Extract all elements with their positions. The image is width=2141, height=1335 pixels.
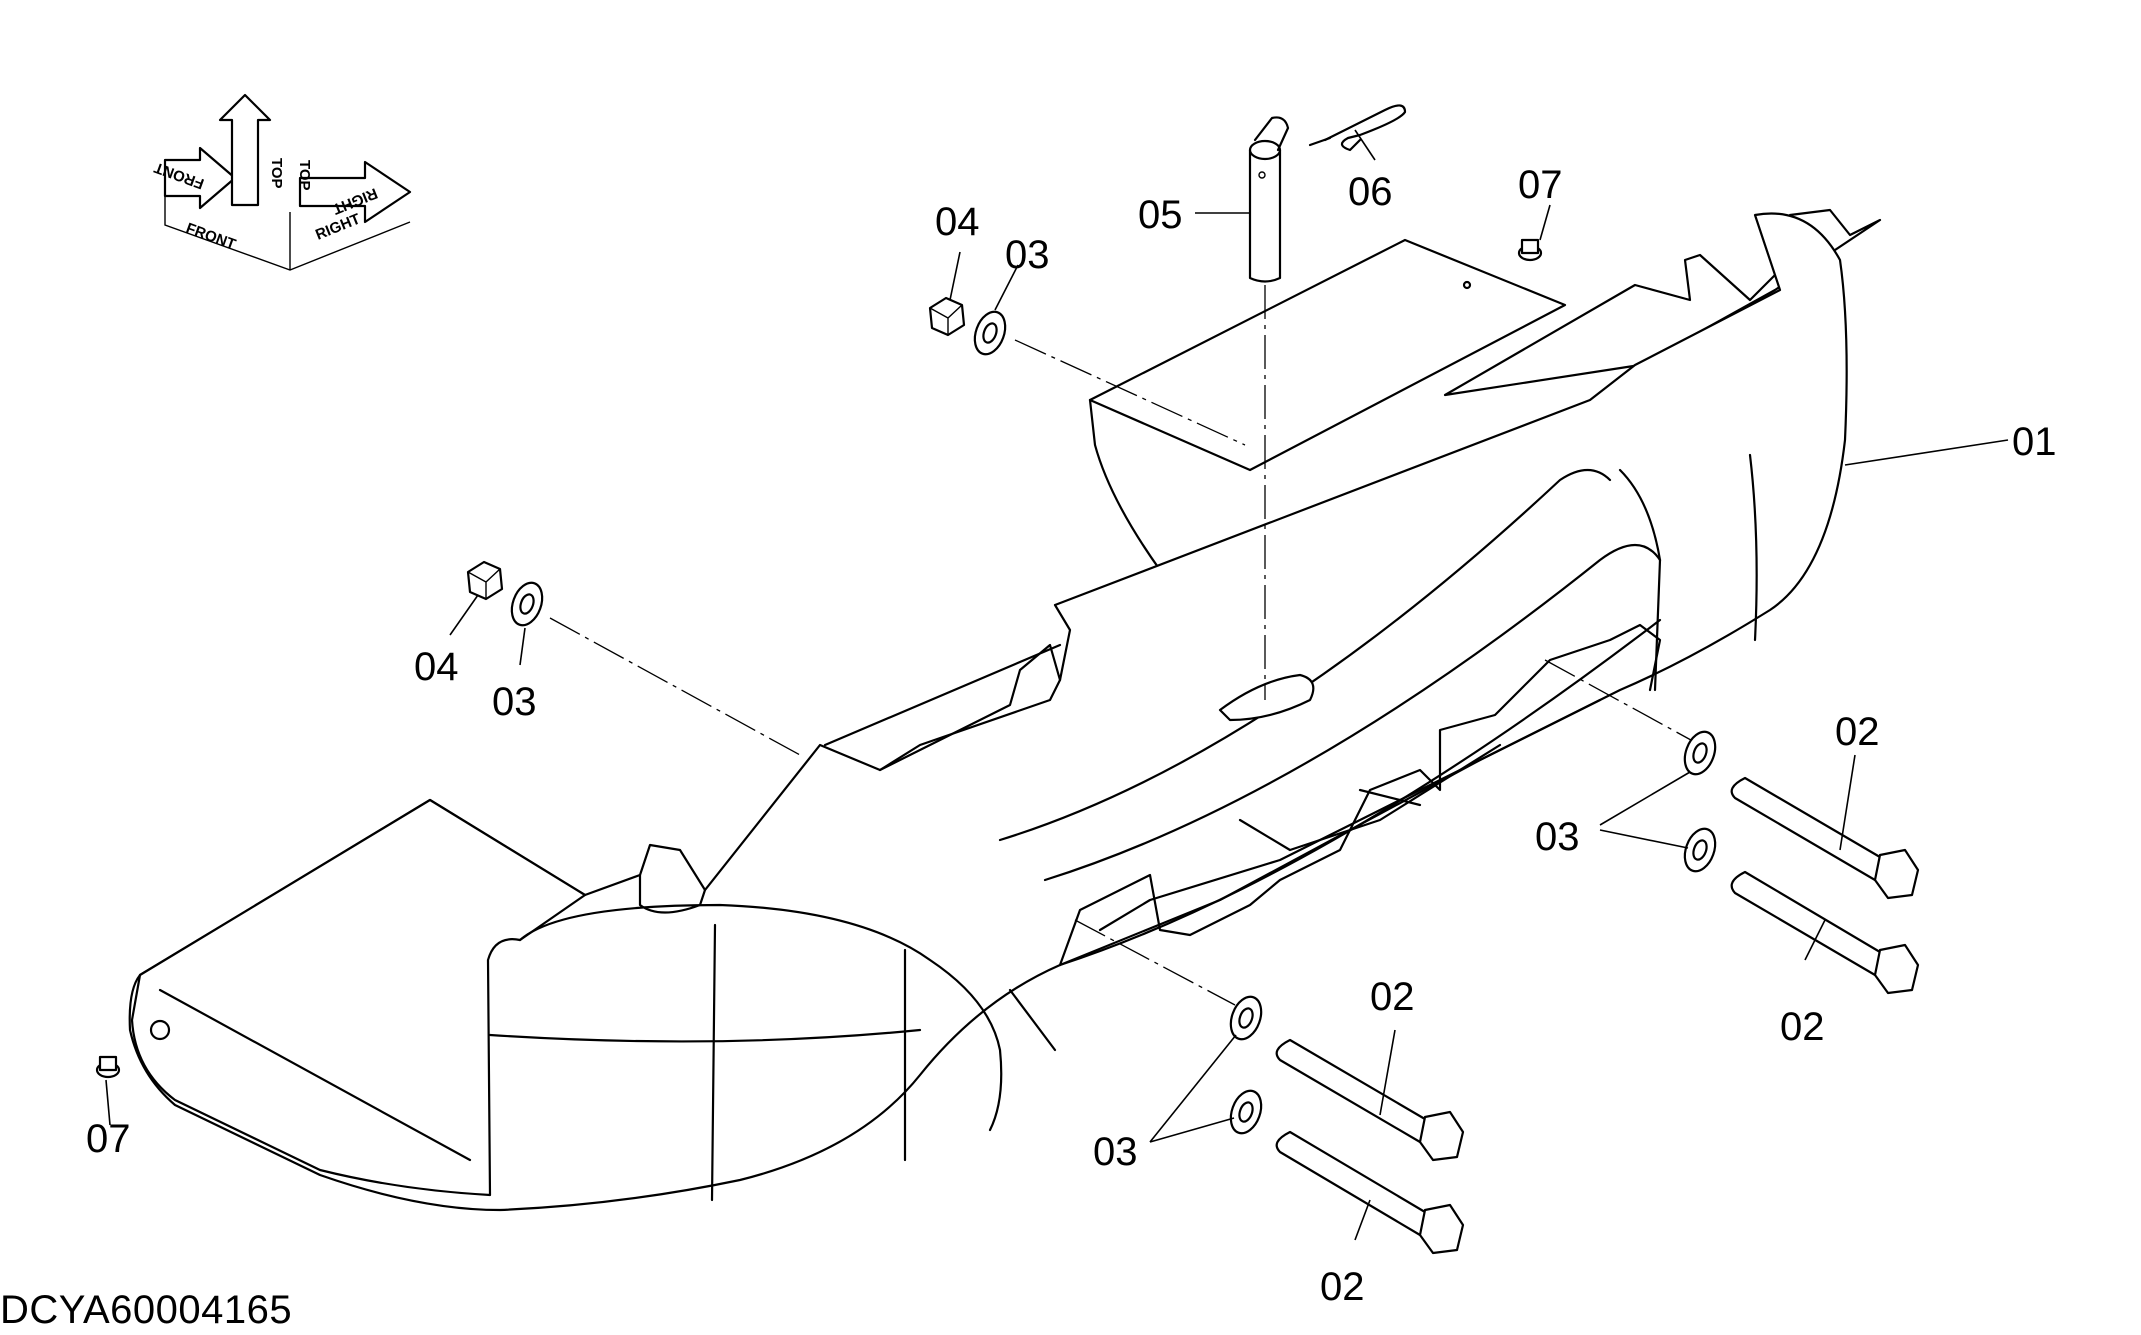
figure-id: DCYA60004165 [0,1288,293,1332]
callout-labels: 01 02 02 02 02 03 03 03 03 04 04 05 06 0… [86,163,2057,1309]
top-label-2: TOP [296,160,313,191]
nut-lower [466,560,504,601]
front-arrow-icon [163,146,237,210]
plug-left [95,1055,121,1079]
callout-05: 05 [1138,193,1183,237]
orientation-indicator: FRONT FRONT TOP TOP RIGHT RIGHT [152,93,412,271]
plug-hole-left [149,1019,171,1041]
callout-04-lower: 04 [414,645,459,689]
callout-03-upper: 03 [1005,233,1050,277]
center-lines [549,285,1701,1006]
counterweight-top-plate [1088,238,1567,472]
washers [510,310,1717,1135]
pin [1248,116,1290,283]
bolts [1275,776,1920,1255]
callout-02-lower-upper: 02 [1370,975,1415,1019]
clip [1308,104,1407,152]
callout-03-left: 03 [492,680,537,724]
callout-03-lower: 03 [1093,1130,1138,1174]
pin-slot [1218,673,1315,722]
callout-02-right-lower: 02 [1780,1005,1825,1049]
plug-right [1517,238,1543,262]
counterweight [128,208,1882,1212]
callout-03-right: 03 [1535,815,1580,859]
nut-upper [928,296,966,337]
callout-02-right-upper: 02 [1835,710,1880,754]
leader-lines [105,129,2009,1241]
callout-07-left: 07 [86,1117,131,1161]
top-label: TOP [268,158,285,189]
counterweight-left-end [130,798,587,1197]
front-label: FRONT [184,220,238,254]
callout-01: 01 [2012,420,2057,464]
callout-02-lower-lower: 02 [1320,1265,1365,1309]
top-arrow-icon [218,93,272,207]
right-arrow-icon [298,160,412,224]
callout-06: 06 [1348,170,1393,214]
callout-04-upper: 04 [935,200,980,244]
counterweight-body-outline [128,212,1848,1212]
plug-hole-right [1462,280,1472,290]
callout-07-right: 07 [1518,163,1563,207]
